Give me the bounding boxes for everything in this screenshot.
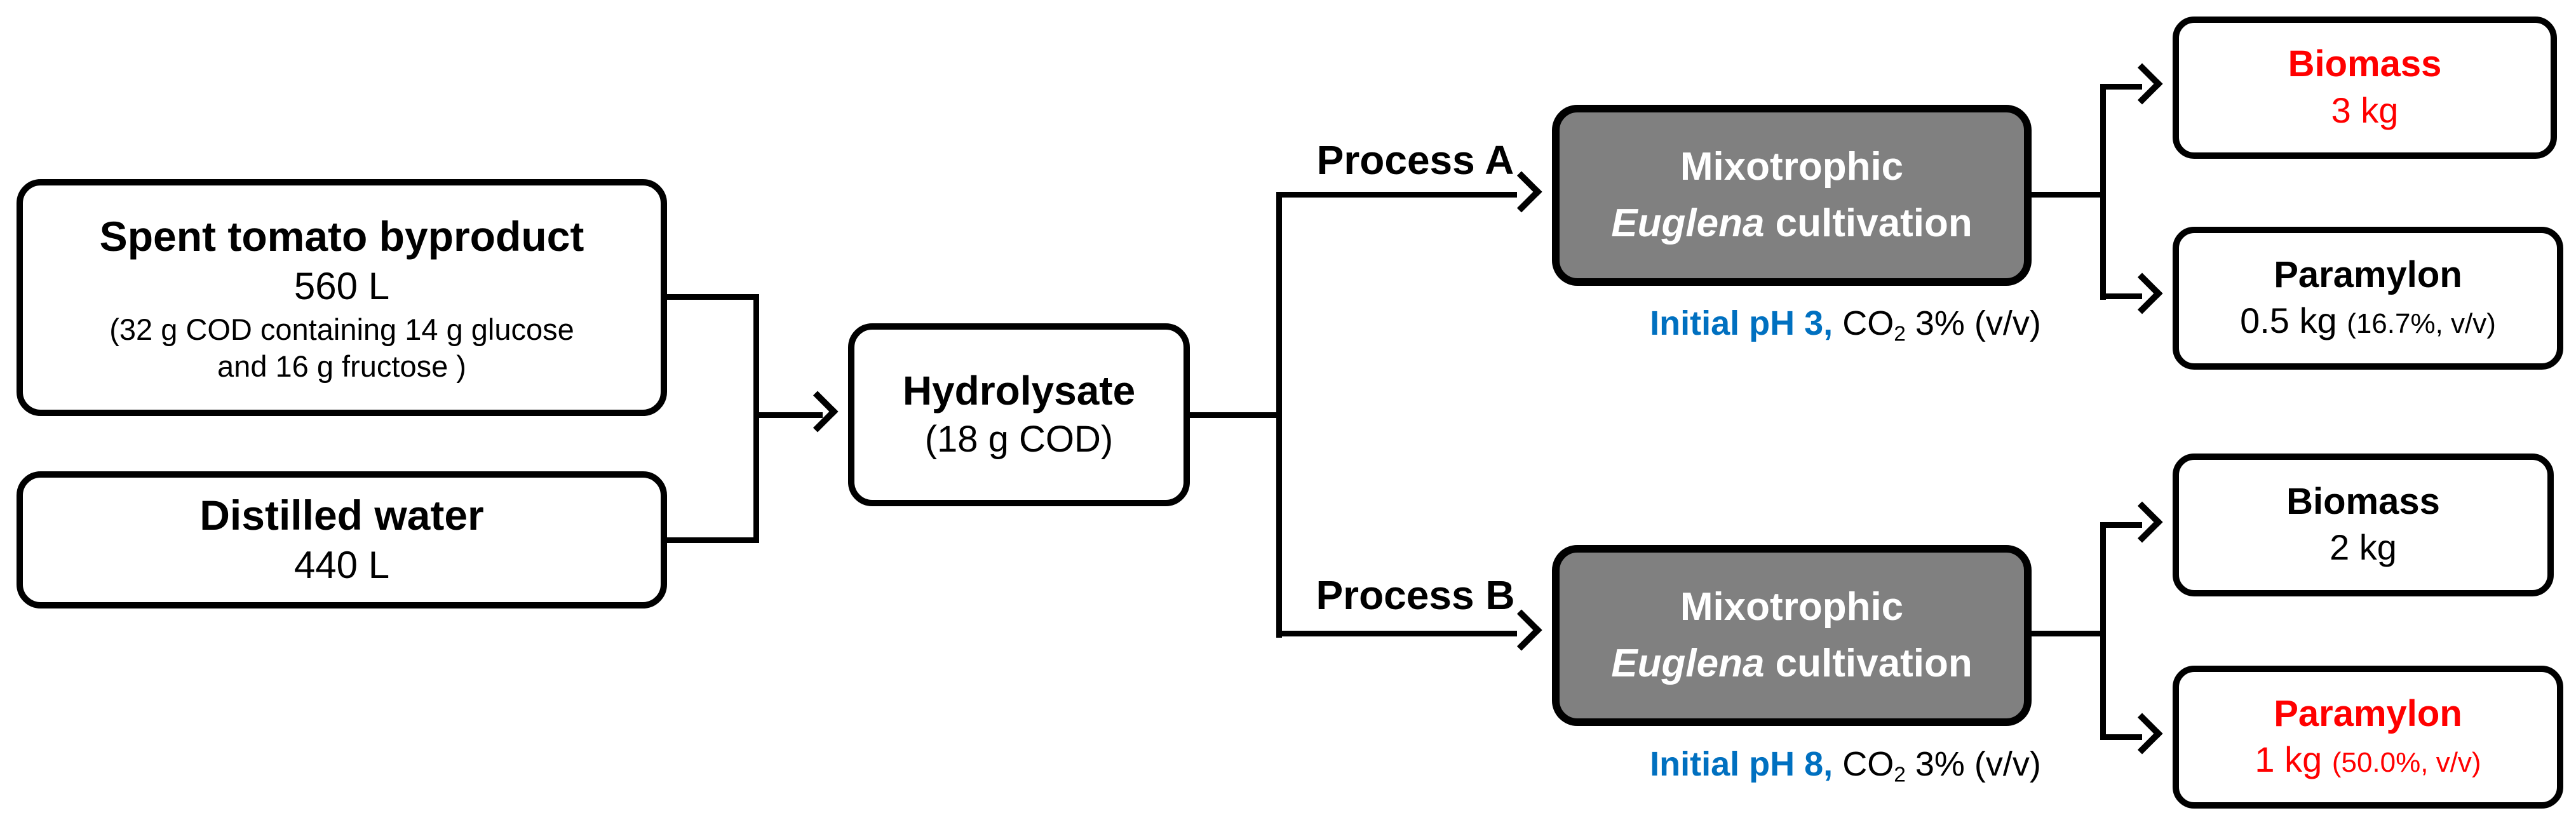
process-b-label: Process B: [1316, 572, 1515, 618]
cultivation-box-a: Mixotrophic Euglena cultivation: [1552, 105, 2032, 286]
input-title: Spent tomato byproduct: [99, 212, 584, 260]
cultivation-line1: Mixotrophic: [1680, 585, 1904, 629]
input-detail-line2: and 16 g fructose ): [217, 349, 466, 383]
arrow-head-icon: [2121, 501, 2163, 543]
connector: [2100, 522, 2106, 740]
cultivation-box-b: Mixotrophic Euglena cultivation: [1552, 545, 2032, 726]
condition-co2-rest: 3% (v/v): [1905, 745, 2041, 783]
connector: [2103, 522, 2142, 528]
species-name: Euglena: [1611, 641, 1765, 685]
arrow-head-icon: [797, 391, 839, 433]
cultivation-line2: Euglena cultivation: [1611, 196, 1972, 252]
connector: [2103, 734, 2142, 740]
connector: [2100, 84, 2106, 300]
input-amount: 440 L: [293, 544, 390, 587]
output-name: Paramylon: [2274, 253, 2462, 295]
output-name: Paramylon: [2274, 692, 2462, 734]
input-title: Distilled water: [199, 491, 484, 539]
output-note: (50.0%, v/v): [2331, 747, 2481, 779]
output-amount: 1 kg: [2255, 739, 2323, 780]
hydrolysate-title: Hydrolysate: [902, 368, 1136, 414]
hydrolysate-amount: (18 g COD): [924, 419, 1114, 460]
condition-co2-subscript: 2: [1894, 763, 1906, 787]
condition-co2-base: CO: [1833, 304, 1894, 342]
connector: [1190, 412, 1279, 418]
arrow-head-icon: [2121, 63, 2163, 105]
output-amount: 3 kg: [2331, 90, 2399, 130]
output-amount-line: 0.5 kg (16.7%, v/v): [2240, 298, 2496, 344]
output-box-paramylon-b: Paramylon 1 kg (50.0%, v/v): [2173, 666, 2563, 809]
output-amount-line: 1 kg (50.0%, v/v): [2255, 737, 2481, 783]
output-name: Biomass: [2288, 43, 2442, 85]
condition-co2-subscript: 2: [1894, 322, 1906, 346]
output-note: (16.7%, v/v): [2347, 308, 2496, 340]
condition-co2-base: CO: [1833, 745, 1894, 783]
connector: [2032, 192, 2103, 198]
connector: [667, 537, 756, 543]
connector: [756, 412, 823, 418]
species-name: Euglena: [1611, 201, 1765, 245]
output-amount: 2 kg: [2330, 527, 2397, 568]
cultivation-line2-rest: cultivation: [1764, 201, 1972, 245]
hydrolysate-box: Hydrolysate (18 g COD): [848, 323, 1190, 506]
condition-co2-rest: 3% (v/v): [1905, 304, 2041, 342]
condition-ph: Initial pH 3,: [1650, 304, 1833, 342]
condition-ph: Initial pH 8,: [1650, 745, 1833, 783]
condition-b: Initial pH 8, CO2 3% (v/v): [1560, 744, 2131, 787]
cultivation-line1: Mixotrophic: [1680, 145, 1904, 189]
connector: [1279, 192, 1517, 198]
input-amount: 560 L: [293, 265, 390, 308]
cultivation-line2-rest: cultivation: [1764, 641, 1972, 685]
connector: [753, 294, 759, 543]
output-name: Biomass: [2286, 480, 2440, 522]
process-a-label: Process A: [1316, 137, 1514, 183]
connector: [2103, 84, 2142, 90]
input-box-spent-tomato-byproduct: Spent tomato byproduct 560 L (32 g COD c…: [17, 179, 667, 416]
output-amount: 0.5 kg: [2240, 300, 2337, 341]
connector: [1276, 192, 1282, 638]
input-box-distilled-water: Distilled water 440 L: [17, 471, 667, 608]
connector: [667, 294, 756, 300]
input-detail-line1: (32 g COD containing 14 g glucose: [109, 313, 574, 347]
connector: [1279, 631, 1517, 636]
output-box-paramylon-a: Paramylon 0.5 kg (16.7%, v/v): [2173, 227, 2563, 370]
condition-a: Initial pH 3, CO2 3% (v/v): [1560, 304, 2131, 346]
connector: [2032, 631, 2103, 636]
output-box-biomass-a: Biomass 3 kg: [2173, 17, 2557, 159]
output-box-biomass-b: Biomass 2 kg: [2173, 454, 2554, 596]
cultivation-line2: Euglena cultivation: [1611, 636, 1972, 692]
connector: [2103, 293, 2142, 299]
